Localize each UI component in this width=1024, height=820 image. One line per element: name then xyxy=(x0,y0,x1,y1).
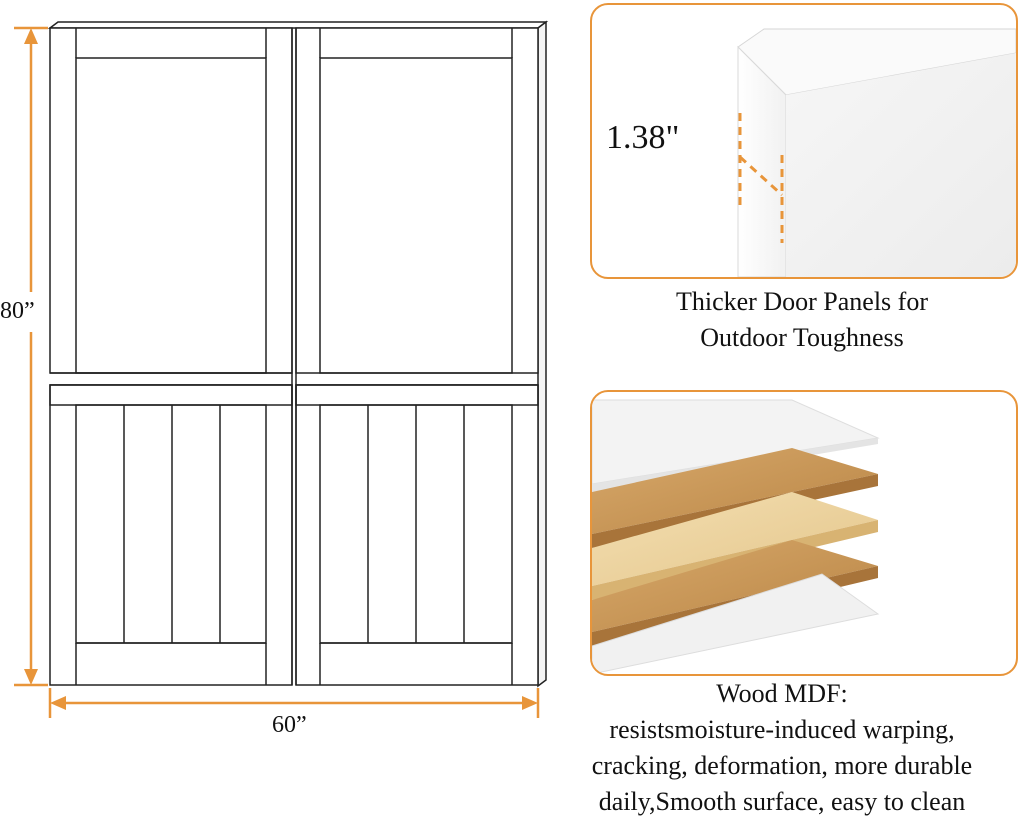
material-callout xyxy=(590,390,1018,676)
thickness-callout: 1.38" xyxy=(590,3,1018,279)
dimension-arrow-vertical xyxy=(14,26,48,687)
dimension-arrow-horizontal xyxy=(48,688,540,718)
thickness-dashed-marker xyxy=(738,113,784,243)
thickness-caption: Thicker Door Panels for Outdoor Toughnes… xyxy=(590,284,1014,356)
mdf-layer-stack xyxy=(592,399,880,674)
thickness-caption-line1: Thicker Door Panels for xyxy=(676,287,928,316)
material-caption-line2: resistsmoisture-induced warping, xyxy=(609,715,955,744)
thickness-caption-line2: Outdoor Toughness xyxy=(700,323,904,352)
width-dimension-label: 60” xyxy=(272,712,307,738)
thickness-value: 1.38" xyxy=(606,119,680,156)
door-diagram xyxy=(14,20,549,718)
material-caption-line4: daily,Smooth surface, easy to clean xyxy=(598,787,966,816)
material-caption-line1: Wood MDF: xyxy=(716,679,848,708)
height-dimension-label: 80” xyxy=(0,298,35,324)
material-caption: Wood MDF: resistsmoisture-induced warpin… xyxy=(540,676,1024,820)
material-caption-line3: cracking, deformation, more durable xyxy=(591,751,973,780)
panel-corner-photo xyxy=(737,28,1016,277)
